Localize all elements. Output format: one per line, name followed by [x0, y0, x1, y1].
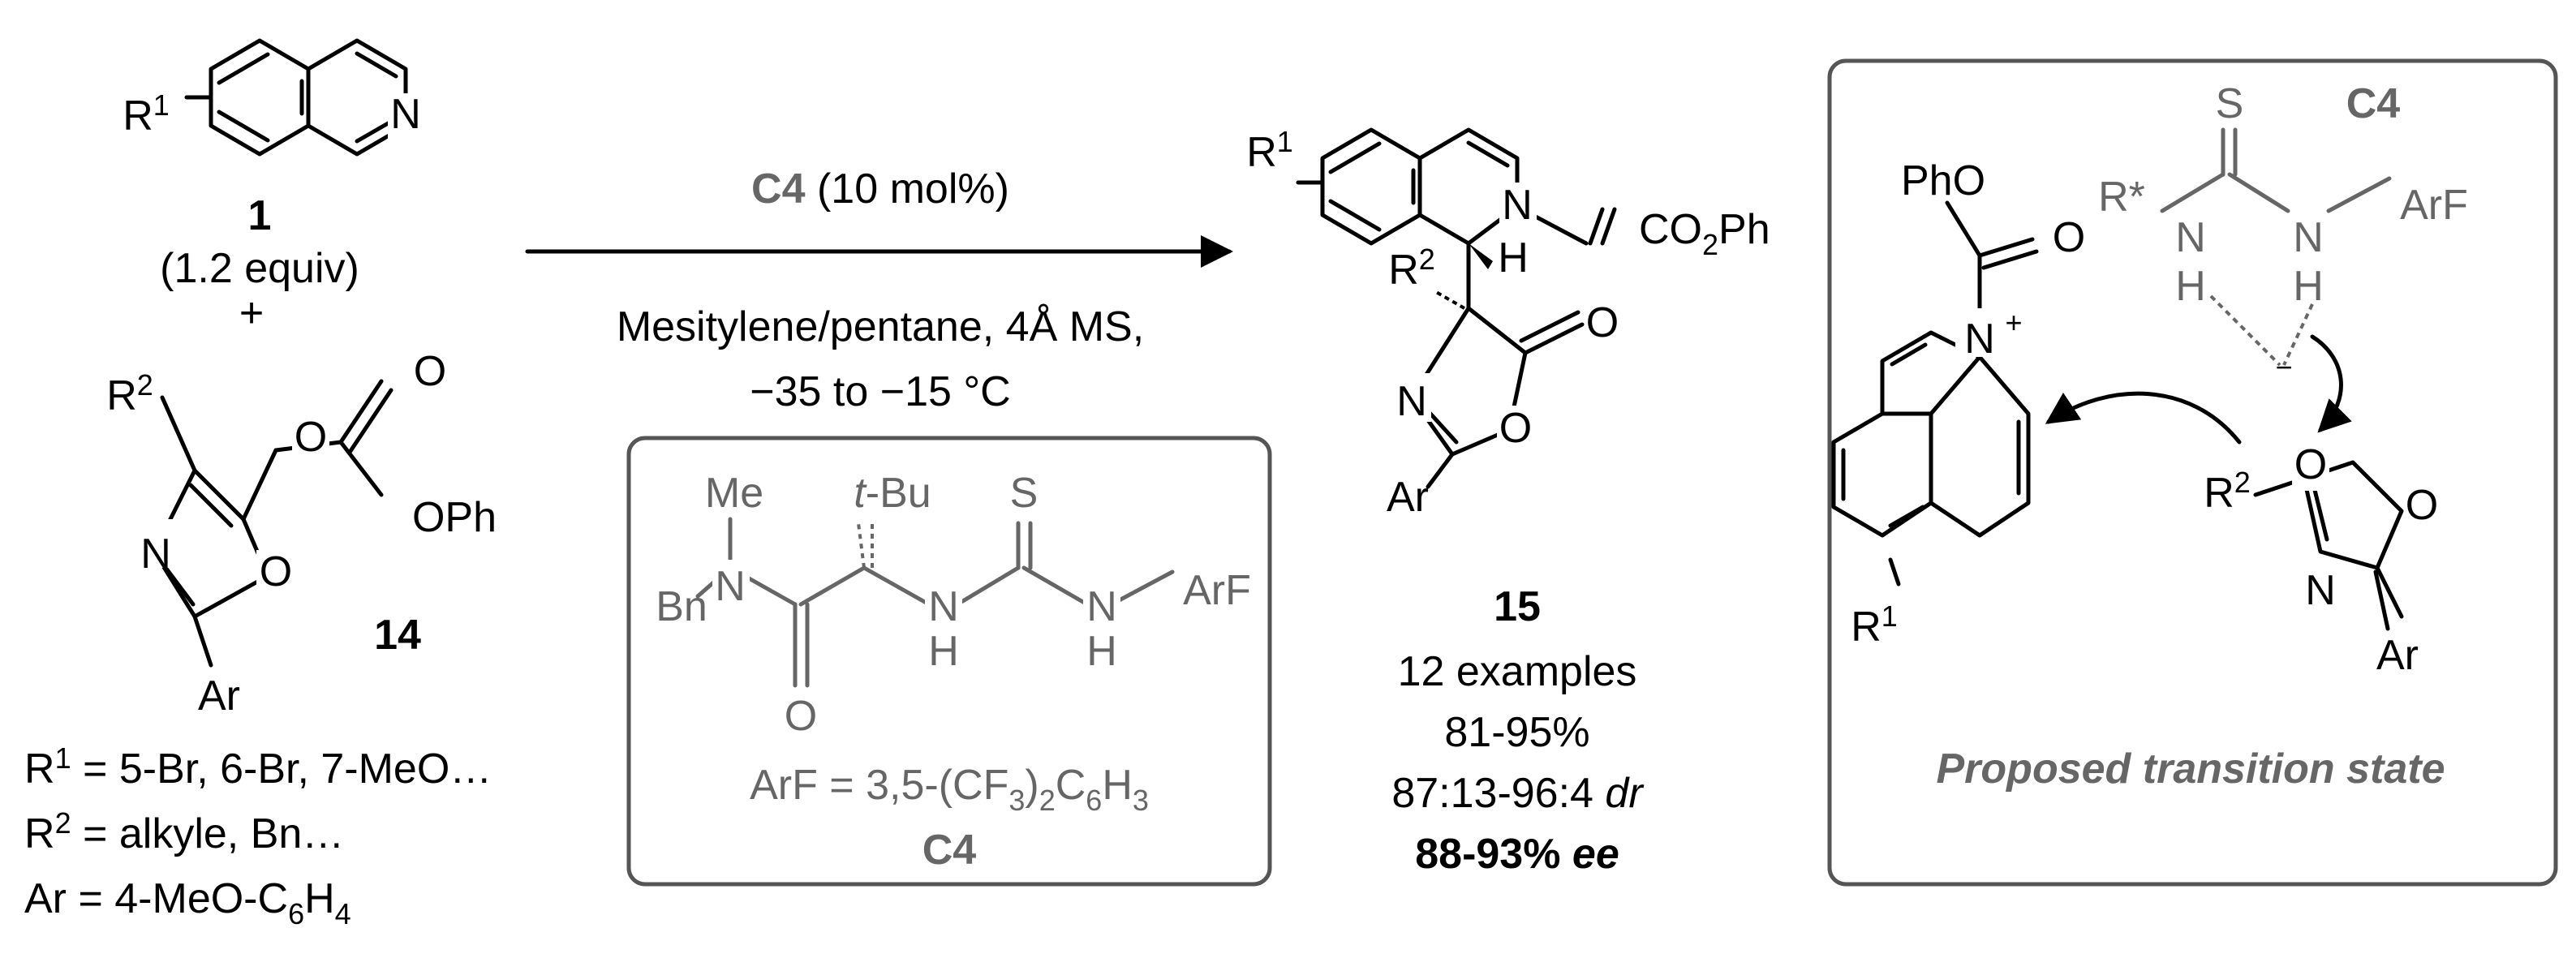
atom-n-oxazole: N: [2305, 567, 2336, 614]
r2-label: R2: [1388, 243, 1435, 294]
atom-h-1: H: [928, 628, 959, 675]
atom-o-ring: O: [2406, 482, 2438, 529]
atom-n-thiourea-1: N: [928, 583, 959, 630]
atom-n: N: [390, 91, 421, 138]
catalyst-c4-box: Me t-Bu S Bn N N H N H ArF O ArF = 3,5-(…: [626, 436, 1272, 887]
r2-label: R2: [106, 368, 153, 419]
equiv-label: (1.2 equiv): [160, 245, 359, 292]
atom-o-ester: O: [295, 414, 327, 461]
atom-h-1: H: [2175, 263, 2206, 310]
compound-number-1: 1: [248, 192, 272, 239]
methyl-group: Me: [705, 470, 763, 517]
atom-s: S: [2216, 80, 2244, 127]
compound-number-15: 15: [1494, 583, 1541, 630]
atom-n-thiourea-2: N: [2293, 214, 2324, 261]
ar-group: Ar: [2376, 632, 2419, 679]
benzyl-group: Bn: [656, 583, 707, 630]
co2ph-group: CO2Ph: [1639, 206, 1770, 261]
oph-group: OPh: [412, 494, 497, 541]
tert-butyl-group: t-Bu: [854, 470, 931, 517]
substituent-list: R1 = 5-Br, 6-Br, 7-MeO… R2 = alkyle, Bn……: [24, 741, 492, 930]
atom-n: N: [140, 531, 171, 578]
atom-h-2: H: [2293, 263, 2324, 310]
atom-o-minus: O: [2294, 441, 2327, 488]
atom-n-amide: N: [715, 563, 746, 610]
atom-n-thiourea-2: N: [1086, 583, 1117, 630]
arf-group: ArF: [1183, 567, 1251, 614]
examples-count: 12 examples: [1398, 648, 1637, 695]
r2-definition: R2 = alkyle, Bn…: [24, 806, 344, 857]
catalyst-loading: C4 (10 mol%): [751, 165, 1009, 213]
reaction-arrow: C4 (10 mol%) Mesitylene/pentane, 4Å MS, …: [525, 165, 1233, 415]
yield-range: 81-95%: [1444, 709, 1589, 756]
atom-h: H: [1498, 234, 1529, 281]
atom-h-2: H: [1086, 628, 1117, 675]
compound-number-14: 14: [374, 612, 421, 659]
atom-o-ring: O: [260, 548, 292, 595]
r1-label: R1: [1246, 125, 1293, 176]
atom-o-carbonyl: O: [2053, 214, 2085, 261]
diastereomeric-ratio: 87:13-96:4 dr: [1391, 770, 1645, 817]
r2-label: R2: [2204, 466, 2251, 517]
atom-o-carbonyl: O: [414, 348, 446, 395]
transition-state-box: PhO O N + R1 S C4 R* N H N H ArF O − R2 …: [1827, 58, 2558, 887]
negative-charge: −: [2275, 350, 2292, 384]
ar-group: Ar: [1387, 474, 1429, 521]
atom-n-oxazolone: N: [1396, 378, 1427, 425]
positive-charge: +: [2005, 306, 2022, 339]
solvent-conditions: Mesitylene/pentane, 4Å MS,: [617, 303, 1144, 350]
enantiomeric-excess: 88-93% ee: [1415, 831, 1619, 878]
r-star-group: R*: [2098, 174, 2145, 221]
atom-o-ring: O: [1499, 405, 1532, 452]
r1-definition: R1 = 5-Br, 6-Br, 7-MeO…: [24, 741, 492, 793]
atom-n-plus: N: [1964, 316, 1995, 363]
arf-group: ArF: [2400, 182, 2468, 229]
catalyst-label: C4: [922, 827, 977, 874]
reactant-isoquinoline: N R1 1 (1.2 equiv) +: [123, 38, 425, 337]
atom-o-amide: O: [785, 693, 817, 740]
atom-n-thiourea-1: N: [2175, 214, 2206, 261]
arf-definition: ArF = 3,5-(CF3)2C6H3: [750, 762, 1149, 817]
atom-o-carbonyl: O: [1586, 299, 1619, 346]
pho-group: PhO: [1901, 157, 1985, 204]
r1-label: R1: [1851, 599, 1898, 651]
product-15: R1 N H CO2Ph R2 N O O Ar 15 12 examples …: [1246, 125, 1770, 878]
ar-definition: Ar = 4-MeO-C6H4: [24, 875, 351, 930]
ar-group: Ar: [198, 672, 240, 720]
reactant-oxazole-carbonate: R2 N O O O OPh Ar 14: [106, 348, 497, 720]
plus-sign: +: [239, 290, 264, 337]
atom-n: N: [1502, 182, 1533, 229]
atom-s: S: [1010, 470, 1039, 517]
r1-label: R1: [123, 88, 170, 140]
transition-state-caption: Proposed transition state: [1937, 745, 2445, 793]
temperature-conditions: −35 to −15 °C: [750, 368, 1010, 415]
catalyst-label-c4: C4: [2346, 80, 2401, 127]
